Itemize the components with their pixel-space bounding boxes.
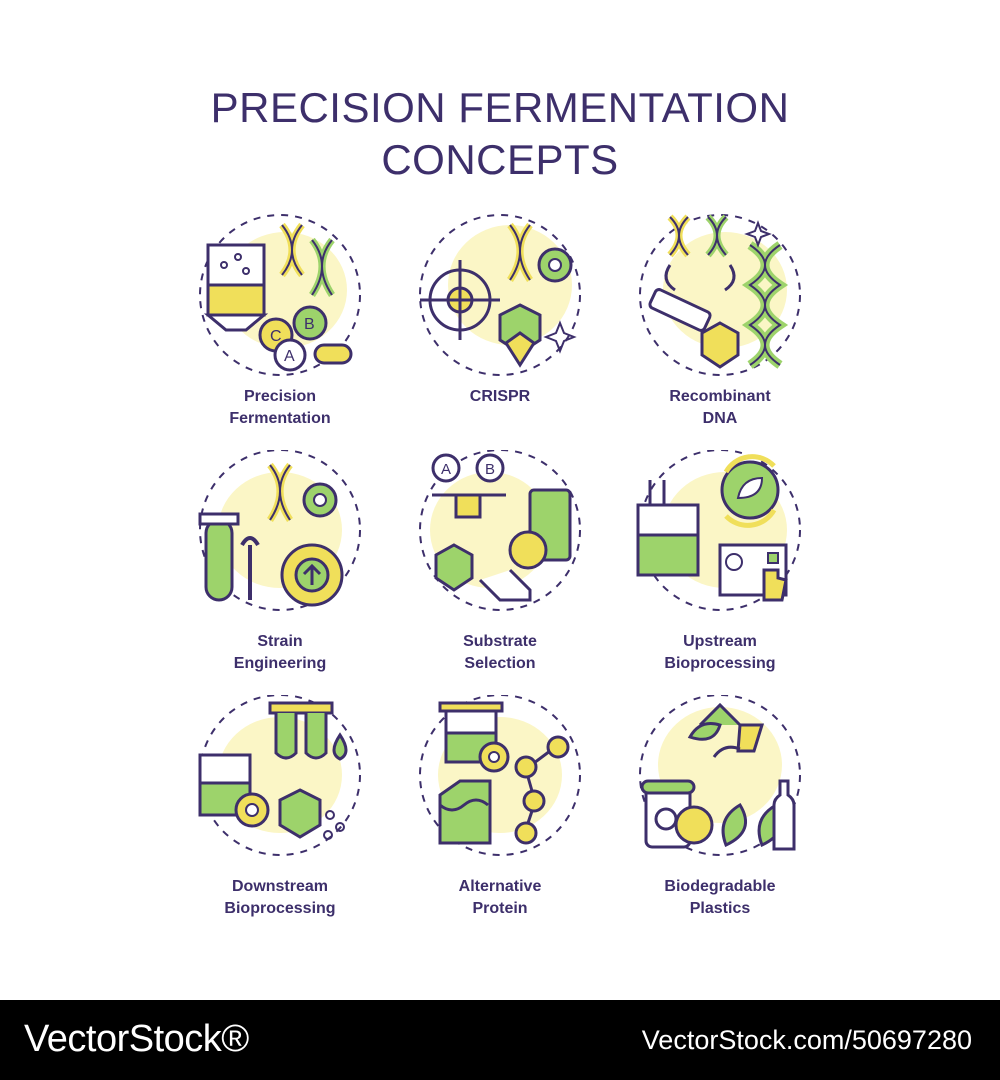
label-line-1: Biodegradable [664, 878, 776, 895]
concept-card-recombinant-dna: Recombinant DNA [610, 205, 830, 445]
label-crispr: CRISPR [390, 386, 610, 408]
label-line-2: Plastics [689, 900, 751, 917]
label-downstream-bioprocessing: Downstream Bioprocessing [170, 876, 390, 920]
svg-text:A: A [284, 348, 295, 365]
concept-card-substrate-selection: A B Substrate Selection [390, 450, 610, 690]
label-line-1: Upstream [683, 633, 757, 650]
label-substrate-selection: Substrate Selection [390, 631, 610, 675]
label-line-1: Recombinant [669, 388, 771, 405]
concept-card-crispr: CRISPR [390, 205, 610, 445]
strain-engineering-icon [198, 450, 361, 611]
biodegradable-plastics-icon [639, 695, 801, 856]
page-title: PRECISION FERMENTATION CONCEPTS [0, 82, 1000, 186]
concept-card-downstream-bioprocessing: Downstream Bioprocessing [170, 695, 390, 935]
downstream-bioprocessing-icon [198, 695, 361, 856]
substrate-selection-icon: A B [419, 450, 581, 611]
label-line-2: Bioprocessing [224, 900, 336, 917]
svg-text:C: C [270, 328, 282, 345]
label-line-2: Fermentation [229, 410, 331, 427]
label-line-1: Substrate [463, 633, 537, 650]
recombinant-dna-icon [639, 214, 801, 376]
label-line-1: Precision [243, 388, 317, 405]
label-upstream-bioprocessing: Upstream Bioprocessing [610, 631, 830, 675]
label-biodegradable-plastics: Biodegradable Plastics [610, 876, 830, 920]
concept-card-biodegradable-plastics: Biodegradable Plastics [610, 695, 830, 935]
label-line-2: Protein [472, 900, 528, 917]
label-recombinant-dna: Recombinant DNA [610, 386, 830, 430]
alternative-protein-icon [419, 695, 581, 856]
concept-card-alternative-protein: Alternative Protein [390, 695, 610, 935]
label-line-2: DNA [702, 410, 738, 427]
label-line-1: Alternative [458, 878, 542, 895]
crispr-icon [419, 214, 581, 376]
concept-card-precision-fermentation: C B A Precision Fermentation [170, 205, 390, 445]
image-id-url: VectorStock.com/50697280 [641, 1025, 972, 1055]
title-line-1: PRECISION FERMENTATION [210, 84, 790, 131]
label-line-1: Downstream [231, 878, 329, 895]
upstream-bioprocessing-icon [636, 450, 801, 611]
label-line-1: CRISPR [469, 388, 531, 405]
svg-text:B: B [304, 316, 315, 333]
watermark-footer: VectorStock® VectorStock.com/50697280 [0, 1000, 1000, 1080]
label-precision-fermentation: Precision Fermentation [170, 386, 390, 430]
concept-card-strain-engineering: Strain Engineering [170, 450, 390, 690]
svg-text:A: A [441, 461, 451, 478]
precision-fermentation-icon: C B A [199, 214, 361, 376]
title-line-2: CONCEPTS [381, 136, 619, 183]
concept-card-upstream-bioprocessing: Upstream Bioprocessing [610, 450, 830, 690]
svg-text:B: B [485, 461, 495, 478]
icon-grid: C B A Precision Fermentation CRISPR [170, 205, 830, 945]
label-line-2: Engineering [233, 655, 327, 672]
label-strain-engineering: Strain Engineering [170, 631, 390, 675]
label-line-1: Strain [257, 633, 303, 650]
label-line-2: Selection [464, 655, 536, 672]
label-line-2: Bioprocessing [664, 655, 776, 672]
label-alternative-protein: Alternative Protein [390, 876, 610, 920]
brand-logo: VectorStock® [24, 1018, 249, 1060]
